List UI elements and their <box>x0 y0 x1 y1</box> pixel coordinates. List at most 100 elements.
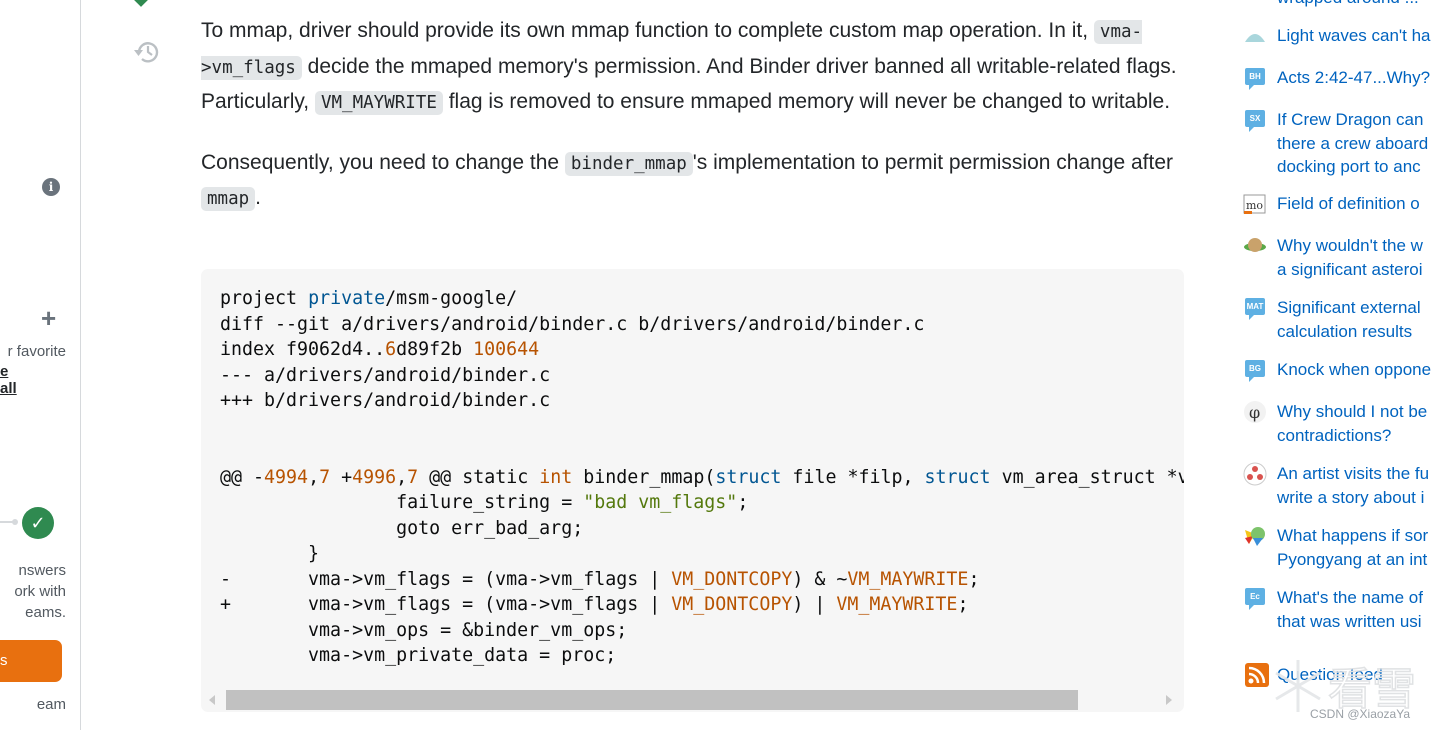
see-all-link[interactable]: e all <box>0 363 17 397</box>
code-token: vma->vm_private_data = proc; <box>220 645 617 666</box>
code-token: +++ b/drivers/android/binder.c <box>220 390 551 411</box>
code-line: + vma->vm_flags = (vma->vm_flags | VM_DO… <box>220 594 968 615</box>
history-icon[interactable] <box>132 37 162 67</box>
code-line: vma->vm_ops = &binder_vm_ops; <box>220 620 627 641</box>
teams-line: nswers <box>18 562 66 579</box>
hot-question-item[interactable]: mo Field of definition o <box>1243 192 1433 216</box>
code-line: goto err_bad_arg; <box>220 518 583 539</box>
title-line: Field of definition o <box>1277 194 1420 213</box>
hot-question-title[interactable]: Acts 2:42-47...Why? <box>1277 66 1430 90</box>
code-line: @@ -4994,7 +4996,7 @@ static int binder_… <box>220 467 1184 488</box>
title-line: What's the name of <box>1277 588 1423 607</box>
code-line: index f9062d4..6d89f2b 100644 <box>220 339 539 360</box>
title-line: Knock when oppone <box>1277 360 1432 379</box>
hot-question-title[interactable]: Field of definition o <box>1277 192 1420 216</box>
hot-network-questions: Question feed wrapped around ... Light wa… <box>1243 0 1433 730</box>
scroll-left-arrow-icon[interactable] <box>209 695 215 705</box>
paragraph-2: Consequently, you need to change the bin… <box>201 146 1185 217</box>
code-token: goto err_bad_arg; <box>220 517 584 539</box>
physics-icon <box>1243 24 1267 48</box>
title-line: Pyongyang at an int <box>1277 549 1428 569</box>
text: flag is removed to ensure mmaped memory … <box>442 90 1171 113</box>
title-line: If Crew Dragon can <box>1277 110 1424 129</box>
code-token: ; <box>957 594 969 615</box>
code-token: 100644 <box>473 339 540 360</box>
rss-icon[interactable] <box>1245 663 1269 687</box>
travel-icon <box>1243 524 1267 548</box>
info-icon[interactable]: i <box>42 178 60 196</box>
code-line: --- a/drivers/android/binder.c <box>220 365 550 386</box>
code-token: VM_MAYWRITE <box>847 568 969 590</box>
code-token: diff --git a/drivers/android/binder.c b/… <box>220 313 925 335</box>
title-line: An artist visits the fu <box>1277 464 1430 483</box>
site-icon <box>1243 0 1267 10</box>
text: 's implementation to permit permission c… <box>692 150 1174 174</box>
code-line: project private/msm-google/ <box>220 288 517 309</box>
code-token: ) | <box>792 594 837 615</box>
team-link-text[interactable]: eam <box>36 696 66 713</box>
code-token: 7 <box>407 466 419 488</box>
site-badge-icon: MAT <box>1243 296 1267 320</box>
code-token: 6 <box>385 339 397 360</box>
horizontal-scrollbar[interactable] <box>201 690 1184 712</box>
badge-label: BG <box>1245 360 1265 382</box>
code-token: /msm-google/ <box>385 288 518 309</box>
hot-question-item[interactable]: BG Knock when oppone <box>1243 358 1433 382</box>
code-token: struct <box>924 466 991 488</box>
code-token: VM_DONTCOPY <box>671 568 793 590</box>
code-line: diff --git a/drivers/android/binder.c b/… <box>220 314 924 335</box>
hot-question-item[interactable]: Light waves can't ha <box>1243 24 1433 48</box>
code-line: } <box>220 543 319 564</box>
title-line: there a crew aboard <box>1277 133 1429 153</box>
hot-question-title[interactable]: Light waves can't ha <box>1277 24 1431 48</box>
code-token: ) & ~ <box>792 568 848 590</box>
code-token: d89f2b <box>396 339 474 360</box>
svg-text:φ: φ <box>1249 403 1260 422</box>
site-badge-icon: SX <box>1243 108 1267 132</box>
code-token: failure_string = <box>220 492 584 513</box>
code-token: --- a/drivers/android/binder.c <box>220 364 551 386</box>
title-line: What happens if sor <box>1277 526 1429 545</box>
title-line: contradictions? <box>1277 425 1392 445</box>
svg-text:mo: mo <box>1246 199 1263 212</box>
code-token: - vma->vm_flags = (vma->vm_flags | <box>220 568 672 590</box>
inline-code: binder_mmap <box>564 151 693 176</box>
accepted-check-icon <box>131 0 151 7</box>
code-token: 4994 <box>264 466 309 488</box>
badge-label: Ec <box>1245 588 1265 610</box>
code-line: failure_string = "bad vm_flags"; <box>220 492 748 513</box>
teams-line: eams. <box>25 604 66 621</box>
watermark-text: CSDN @XiaozaYa <box>1310 707 1410 721</box>
teams-button[interactable]: s <box>0 640 62 682</box>
question-feed-link[interactable]: Question feed <box>1277 665 1383 684</box>
hot-question-title[interactable]: wrapped around ... <box>1277 0 1419 10</box>
inline-code: mmap <box>201 187 256 211</box>
code-token: @@ static <box>418 466 540 488</box>
scrollbar-thumb[interactable] <box>226 690 1078 710</box>
hot-question-item[interactable]: wrapped around ... <box>1243 0 1433 10</box>
scroll-right-arrow-icon[interactable] <box>1166 695 1172 705</box>
code-token: + vma->vm_flags = (vma->vm_flags | <box>220 594 672 615</box>
hot-question-title[interactable]: Knock when oppone <box>1277 358 1431 382</box>
plus-icon[interactable]: + <box>41 303 57 333</box>
check-circle-icon: ✓ <box>22 507 54 539</box>
code-token: , <box>396 466 408 488</box>
title-line: wrapped around ... <box>1277 0 1419 10</box>
teams-description: nswers ork with eams. <box>14 560 66 623</box>
badge-label: SX <box>1245 110 1265 132</box>
